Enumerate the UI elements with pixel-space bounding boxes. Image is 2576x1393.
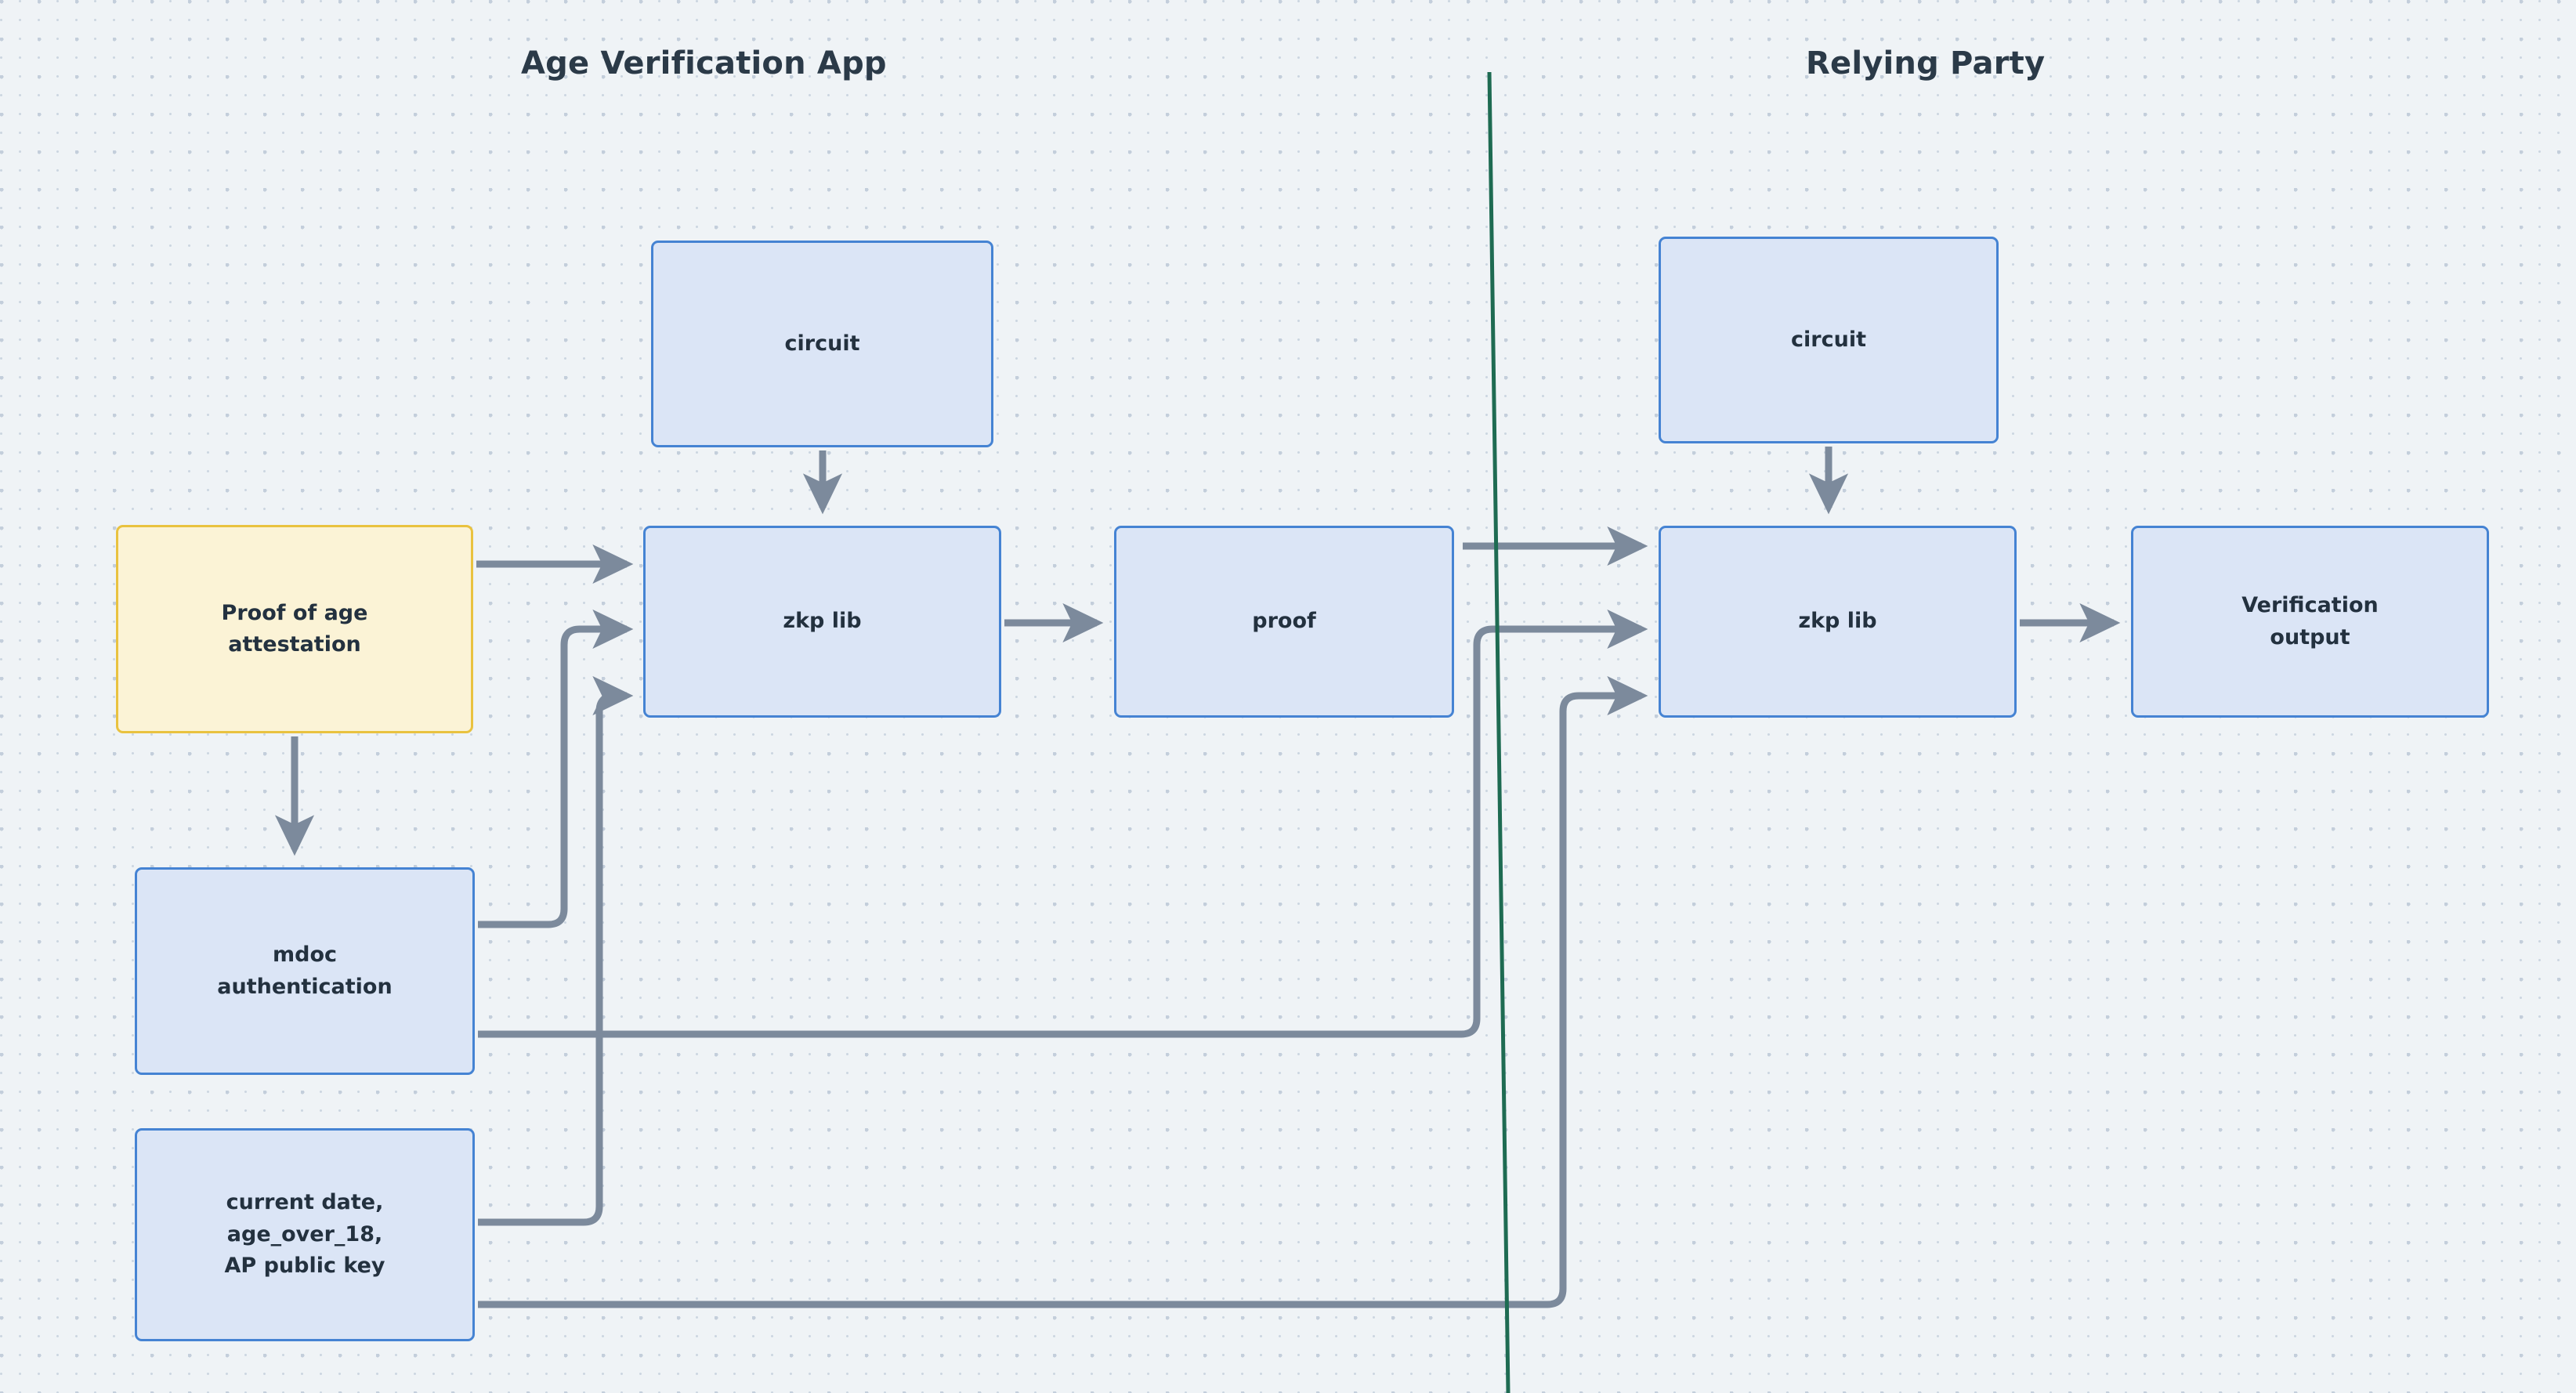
node-zkp-lib-app-label: zkp lib: [783, 609, 862, 634]
node-public-inputs-label: current date, age_over_18, AP public key: [224, 1190, 385, 1279]
edge-mdoc-to-zkp-lib-rp: [478, 609, 1648, 1038]
node-circuit-app-label: circuit: [784, 331, 860, 356]
edge-inputs-to-zkp-lib-rp: [478, 675, 1648, 1308]
node-mdoc-authentication-label: mdoc authentication: [217, 943, 393, 999]
node-proof-label: proof: [1252, 609, 1316, 634]
node-verification-output[interactable]: Verification output: [2131, 526, 2489, 718]
node-public-inputs[interactable]: current date, age_over_18, AP public key: [135, 1128, 475, 1341]
node-mdoc-authentication[interactable]: mdoc authentication: [135, 867, 475, 1075]
node-proof[interactable]: proof: [1114, 526, 1454, 718]
node-verification-output-label: Verification output: [2241, 593, 2379, 649]
node-zkp-lib-app[interactable]: zkp lib: [643, 526, 1001, 718]
node-proof-of-age-attestation-label: Proof of age attestation: [221, 600, 368, 657]
lane-title-relying-party: Relying Party: [1806, 45, 2046, 81]
lane-title-age-verification-app: Age Verification App: [521, 45, 887, 81]
lane-divider: [1487, 71, 1511, 1393]
node-circuit-rp-label: circuit: [1791, 327, 1866, 352]
edge-mdoc-to-zkp-lib-app: [478, 609, 634, 928]
node-proof-of-age-attestation[interactable]: Proof of age attestation: [116, 525, 473, 733]
edge-inputs-to-zkp-lib-app: [478, 675, 634, 1226]
node-circuit-app[interactable]: circuit: [651, 241, 993, 447]
node-circuit-rp[interactable]: circuit: [1659, 237, 1999, 443]
node-zkp-lib-rp-label: zkp lib: [1798, 609, 1877, 634]
node-zkp-lib-rp[interactable]: zkp lib: [1659, 526, 2017, 718]
